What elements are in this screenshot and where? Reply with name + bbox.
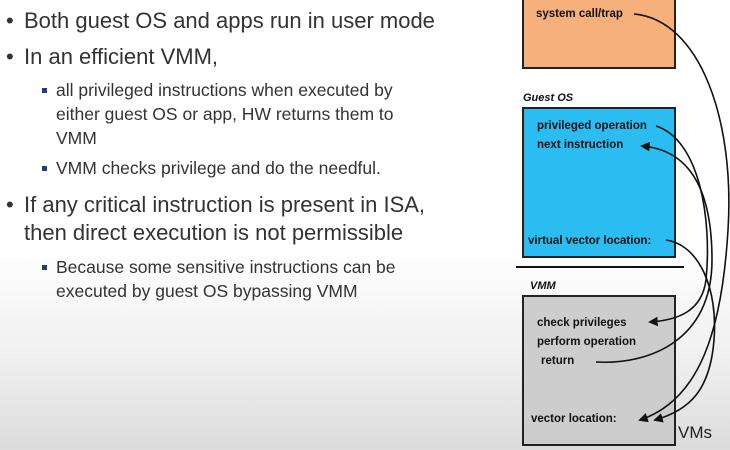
guest-os-box [522,107,676,258]
arrow-virtual-to-vector [653,239,716,423]
bullet-square-icon [42,166,47,171]
guest-privileged-operation: privileged operation [537,120,647,132]
vmm-return: return [541,355,575,367]
vmm-check-privileges: check privileges [537,317,627,329]
guest-next-instruction: next instruction [537,139,624,151]
arrow-trap-to-vector [633,13,730,423]
app-box [522,0,676,69]
app-system-call: system call/trap [536,8,623,20]
separator-line [516,266,684,268]
bullet-square-icon [42,265,47,270]
vms-label: VMs [678,423,712,442]
arrow-return-to-next [595,141,713,364]
vmm-vector-location: vector location: [531,413,617,425]
vmm-label: VMM [530,280,556,292]
arrow-privileged-to-check [648,125,709,327]
slide-text: • Both guest OS and apps run in user mod… [6,8,435,301]
guest-virtual-vector: virtual vector location: [528,235,652,247]
bullet-square-icon [42,88,47,93]
guest-os-label: Guest OS [523,92,574,104]
vmm-perform-operation: perform operation [537,336,637,348]
